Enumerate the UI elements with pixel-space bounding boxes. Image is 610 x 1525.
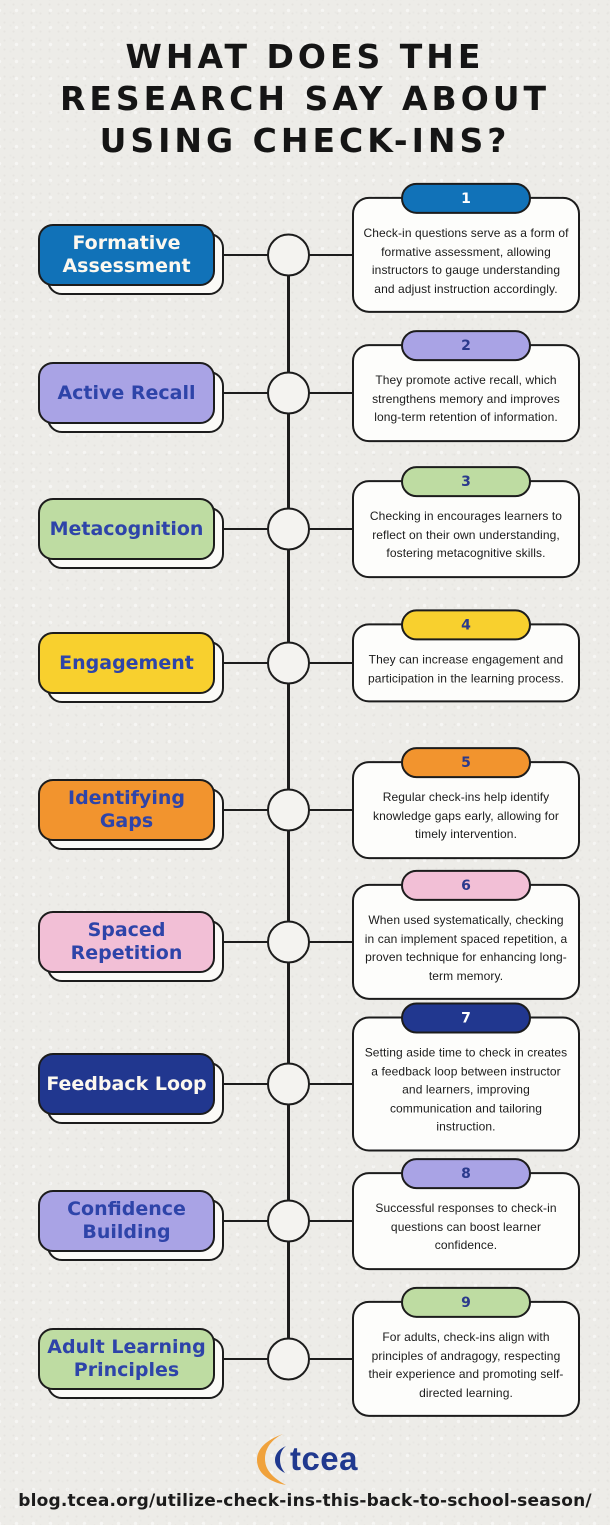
connector-right: [306, 940, 356, 944]
description-card: 9 For adults, check-ins align with princ…: [352, 1286, 580, 1418]
topic-label-box: Adult Learning Principles: [38, 1328, 224, 1399]
description-card: 6 When used systematically, checking in …: [352, 869, 580, 1001]
timeline-node-circle: [267, 920, 310, 964]
tcea-logo-text: tcea: [289, 1440, 359, 1477]
connector-right: [306, 1082, 356, 1086]
number-badge: 2: [401, 330, 531, 362]
tcea-logo: tcea: [0, 1430, 610, 1488]
topic-label-box: Identifying Gaps: [38, 779, 224, 850]
number-badge: 6: [401, 869, 531, 901]
connector-left: [205, 661, 271, 665]
topic-label: Metacognition: [38, 498, 215, 560]
timeline-node-circle: [267, 507, 310, 551]
connector-right: [306, 1357, 356, 1361]
timeline-node-circle: [267, 788, 310, 832]
title-line-2: RESEARCH SAY ABOUT: [59, 79, 551, 118]
number-badge: 9: [401, 1286, 531, 1318]
timeline-node-circle: [267, 1337, 310, 1381]
description-text: When used systematically, checking in ca…: [364, 912, 568, 983]
connector-left: [205, 1082, 271, 1086]
topic-label: Feedback Loop: [38, 1053, 215, 1115]
topic-label-box: Formative Assessment: [38, 224, 224, 295]
topic-label-box: Engagement: [38, 632, 224, 703]
topic-label-box: Metacognition: [38, 498, 224, 569]
description-card: 1 Check-in questions serve as a form of …: [352, 182, 580, 314]
page-title: WHAT DOES THE RESEARCH SAY ABOUT USING C…: [0, 36, 610, 162]
topic-label: Engagement: [38, 632, 215, 694]
timeline-node-circle: [267, 1062, 310, 1106]
title-line-1: WHAT DOES THE: [125, 37, 485, 76]
connector-right: [306, 253, 356, 257]
topic-label: Adult Learning Principles: [38, 1328, 215, 1390]
topic-label-box: Feedback Loop: [38, 1053, 224, 1124]
source-url[interactable]: blog.tcea.org/utilize-check-ins-this-bac…: [18, 1491, 592, 1511]
connector-left: [205, 808, 271, 812]
number-badge: 3: [401, 466, 531, 498]
topic-label-box: Spaced Repetition: [38, 911, 224, 982]
timeline-item-2: Active Recall 2 They promote active reca…: [0, 323, 610, 463]
connector-left: [205, 1357, 271, 1361]
connector-left: [205, 391, 271, 395]
description-card: 2 They promote active recall, which stre…: [352, 330, 580, 442]
topic-label: Active Recall: [38, 362, 215, 424]
timeline-item-9: Adult Learning Principles 9 For adults, …: [0, 1286, 610, 1429]
timeline-node-circle: [267, 233, 310, 277]
connector-right: [306, 661, 356, 665]
topic-label: Formative Assessment: [38, 224, 215, 286]
timeline-item-6: Spaced Repetition 6 When used systematic…: [0, 869, 610, 1012]
timeline-node-circle: [267, 371, 310, 415]
description-text: They promote active recall, which streng…: [372, 373, 560, 425]
topic-label-box: Confidence Building: [38, 1190, 224, 1261]
topic-label: Identifying Gaps: [38, 779, 215, 841]
number-badge: 8: [401, 1158, 531, 1190]
connector-left: [205, 1219, 271, 1223]
timeline-item-4: Engagement 4 They can increase engagemen…: [0, 593, 610, 733]
topic-label-box: Active Recall: [38, 362, 224, 433]
topic-label: Spaced Repetition: [38, 911, 215, 973]
timeline-node-circle: [267, 1199, 310, 1243]
connector-left: [205, 940, 271, 944]
timeline-item-8: Confidence Building 8 Successful respons…: [0, 1151, 610, 1291]
description-card: 3 Checking in encourages learners to ref…: [352, 466, 580, 578]
number-badge: 1: [401, 182, 531, 214]
connector-right: [306, 527, 356, 531]
description-card: 7 Setting aside time to check in creates…: [352, 1002, 580, 1152]
timeline-item-5: Identifying Gaps 5 Regular check-ins hel…: [0, 740, 610, 880]
connector-right: [306, 1219, 356, 1223]
title-line-3: USING CHECK-INS?: [99, 121, 511, 160]
description-card: 8 Successful responses to check-in quest…: [352, 1158, 580, 1270]
number-badge: 5: [401, 747, 531, 779]
description-text: Check-in questions serve as a form of fo…: [363, 225, 569, 296]
description-text: For adults, check-ins align with princip…: [368, 1329, 564, 1400]
timeline-item-1: Formative Assessment 1 Check-in question…: [0, 182, 610, 325]
number-badge: 4: [401, 609, 531, 641]
description-text: Checking in encourages learners to refle…: [369, 509, 563, 561]
topic-label: Confidence Building: [38, 1190, 215, 1252]
description-text: Regular check-ins help identify knowledg…: [373, 790, 559, 842]
description-text: They can increase engagement and partici…: [368, 652, 564, 685]
connector-left: [205, 253, 271, 257]
tcea-swoosh-icon: [256, 1434, 286, 1485]
timeline-node-circle: [267, 641, 310, 685]
number-badge: 7: [401, 1002, 531, 1034]
description-text: Setting aside time to check in creates a…: [364, 1045, 568, 1134]
connector-right: [306, 808, 356, 812]
description-text: Successful responses to check-in questio…: [375, 1201, 557, 1253]
timeline-item-7: Feedback Loop 7 Setting aside time to ch…: [0, 1002, 610, 1154]
description-card: 4 They can increase engagement and parti…: [352, 609, 580, 703]
connector-left: [205, 527, 271, 531]
timeline-item-3: Metacognition 3 Checking in encourages l…: [0, 459, 610, 599]
connector-right: [306, 391, 356, 395]
description-card: 5 Regular check-ins help identify knowle…: [352, 747, 580, 859]
